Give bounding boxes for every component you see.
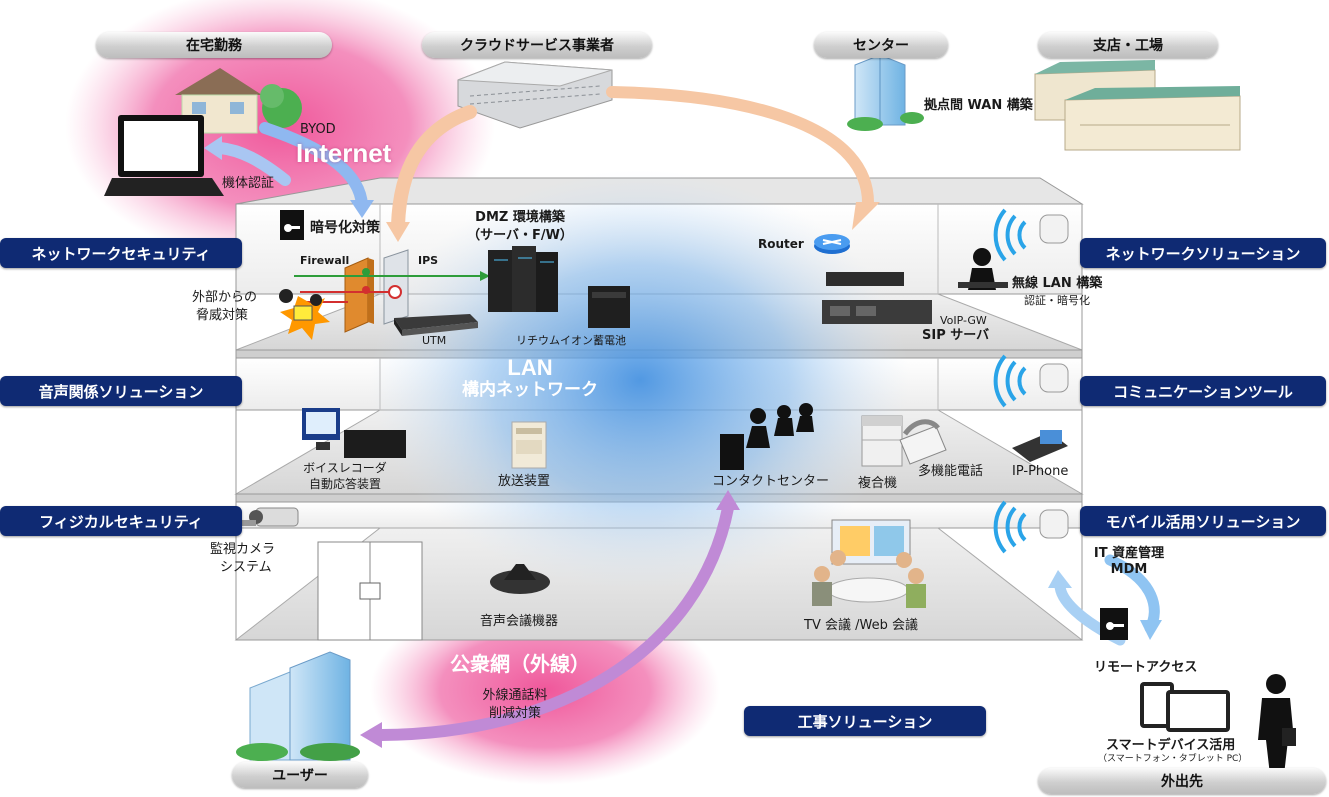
access-point-bottom	[993, 500, 1069, 554]
voice-recorder-graphic	[302, 408, 406, 458]
arrow-building-to-laptop	[214, 142, 291, 186]
mfp-label: 複合機	[858, 476, 898, 491]
ip-phone-label: IP-Phone	[1012, 464, 1069, 479]
lan-sub-label: 構内ネットワーク	[462, 380, 598, 400]
dmz-label-2: （サーバ・F/W）	[467, 228, 573, 243]
voice-recorder-label-2: 自動応答装置	[308, 477, 381, 491]
solution-network-security[interactable]: ネットワークセキュリティ	[0, 238, 242, 268]
solution-network[interactable]: ネットワークソリューション	[1080, 238, 1326, 268]
utm-graphic	[394, 314, 478, 336]
battery-graphic	[588, 286, 630, 328]
pink-glow-bottom	[370, 595, 720, 785]
tv-conference-graphic	[812, 519, 926, 608]
router-label: Router	[758, 237, 804, 251]
wireless-label-2: 認証・暗号化	[1024, 294, 1090, 307]
mdm-label: MDM	[1110, 562, 1148, 577]
center-tower-graphic	[847, 54, 924, 131]
user-building-graphic	[236, 651, 360, 761]
voice-recorder-label-1: ボイスレコーダ	[303, 461, 387, 475]
arrow-cloud-to-ips	[391, 105, 477, 232]
remote-access-label: リモートアクセス	[1094, 660, 1198, 675]
lan-label: LAN	[507, 355, 553, 380]
solution-mobile[interactable]: モバイル活用ソリューション	[1080, 506, 1326, 536]
arrow-public-network	[372, 502, 734, 741]
firewall-graphic	[344, 257, 374, 333]
laptop-graphic	[104, 115, 224, 196]
encryption-label: 暗号化対策	[310, 220, 380, 236]
solution-construction[interactable]: 工事ソリューション	[744, 706, 986, 736]
router-icon	[814, 234, 850, 254]
smart-device-label: スマートデバイス活用	[1106, 738, 1236, 753]
byod-label: BYOD	[300, 122, 336, 137]
utm-label: UTM	[422, 334, 447, 347]
solution-voice[interactable]: 音声関係ソリューション	[0, 376, 242, 406]
voip-label: VoIP-GW	[940, 314, 987, 327]
access-point-mid	[993, 354, 1069, 408]
solution-communication-tool[interactable]: コミュニケーションツール	[1080, 376, 1326, 406]
contact-center-label: コンタクトセンター	[712, 474, 830, 489]
multi-phone-graphic	[899, 419, 947, 465]
branch-label: 支店・工場	[1038, 32, 1218, 58]
smart-device-sub-label: （スマートフォン・タブレット PC）	[1098, 754, 1248, 764]
firewall-label: Firewall	[300, 254, 350, 267]
wireless-label-1: 無線 LAN 構築	[1012, 276, 1103, 291]
call-cost-label-2: 削減対策	[488, 706, 541, 721]
worker-graphic	[958, 248, 1008, 290]
user-label: ユーザー	[232, 762, 368, 788]
access-point-top	[993, 208, 1069, 262]
sip-label: SIP サーバ	[922, 328, 990, 343]
solution-physical-security[interactable]: フィジカルセキュリティ	[0, 506, 242, 536]
conference-phone-graphic	[490, 564, 550, 594]
tv-conf-label: TV 会議 /Web 会議	[804, 618, 918, 633]
audio-conf-label: 音声会議機器	[480, 614, 559, 629]
arrow-home-to-building	[259, 122, 368, 211]
multi-phone-label: 多機能電話	[918, 464, 984, 479]
dmz-server-graphic	[488, 246, 558, 312]
threat-label-2: 脅威対策	[196, 308, 249, 323]
it-asset-label: IT 資産管理	[1093, 546, 1165, 561]
switch-graphic	[826, 272, 904, 286]
key-icon	[1100, 608, 1128, 640]
center-label: センター	[814, 32, 948, 58]
dmz-label-1: DMZ 環境構築	[475, 210, 565, 225]
home-label: 在宅勤務	[96, 32, 332, 58]
wan-label: 拠点間 WAN 構築	[924, 98, 1033, 113]
threat-label-1: 外部からの	[192, 290, 258, 305]
tablet-graphic	[1140, 682, 1230, 732]
cloud-label: クラウドサービス事業者	[422, 32, 652, 58]
businessman-graphic	[1258, 674, 1296, 775]
sip-server-graphic	[822, 300, 932, 324]
ips-label: IPS	[418, 254, 439, 267]
camera-graphic	[240, 507, 299, 527]
lock-doc-icon	[280, 210, 304, 240]
public-net-label: 公衆網（外線）	[450, 652, 590, 676]
device-auth-label: 機体認証	[222, 176, 275, 191]
camera-label-1: 監視カメラ	[210, 542, 276, 557]
contact-center-graphic	[720, 403, 814, 470]
outside-label: 外出先	[1038, 768, 1326, 794]
battery-label: リチウムイオン蓄電池	[516, 334, 626, 347]
ip-phone-graphic	[1012, 430, 1068, 462]
datacenter-graphic	[457, 61, 613, 129]
broadcast-label: 放送装置	[498, 474, 551, 489]
house-graphic	[175, 68, 302, 134]
door-graphic	[317, 541, 423, 641]
threat-icon	[279, 289, 330, 340]
camera-label-2: システム	[220, 560, 272, 575]
factory-graphic	[1034, 60, 1241, 151]
internet-label: Internet	[296, 138, 392, 168]
arrow-cloud-to-router	[606, 86, 875, 211]
call-cost-label-1: 外線通話料	[482, 688, 548, 703]
mfp-graphic	[861, 415, 903, 467]
broadcast-device-graphic	[511, 421, 547, 469]
